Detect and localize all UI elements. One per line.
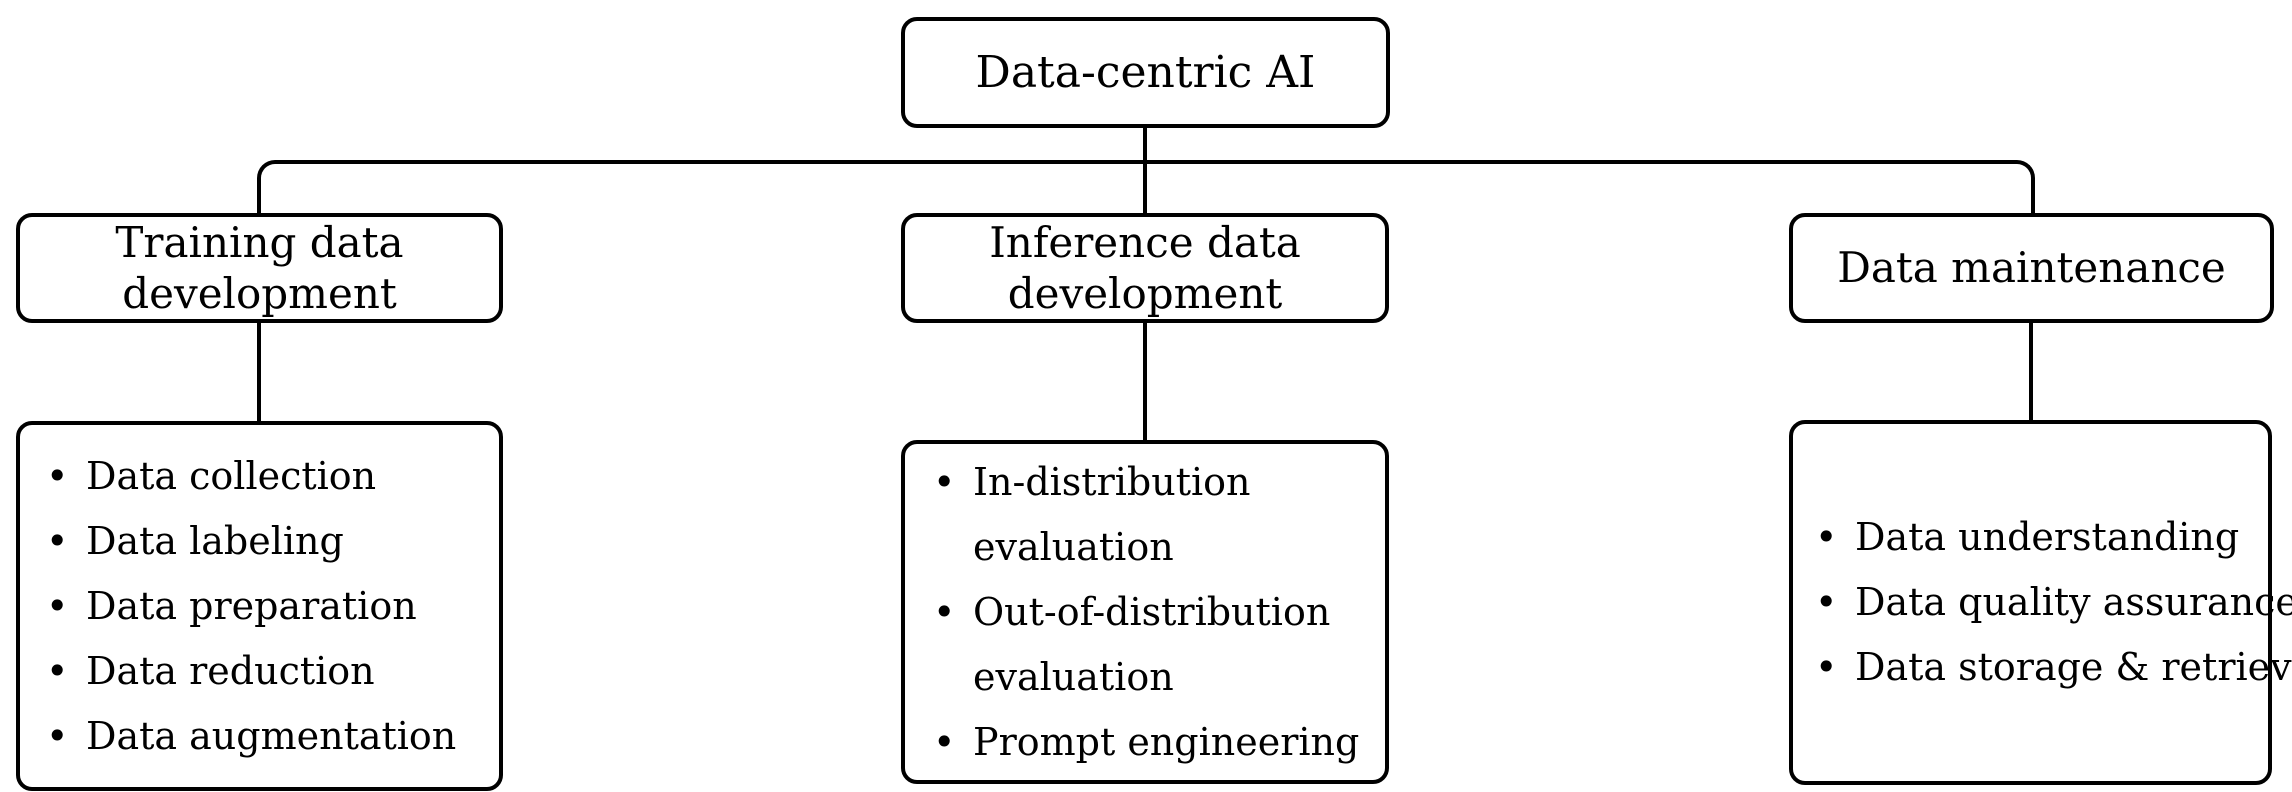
branch-title-training: Training data development [115, 217, 404, 318]
node-data-centric-ai: Data-centric AI [901, 17, 1390, 128]
branch-title-inference: Inference data development [989, 217, 1301, 318]
list-item: • Data reduction [46, 639, 491, 704]
list-item-text: Prompt engineering [973, 719, 1360, 764]
bullet-icon: • [933, 589, 956, 634]
node-training-data-development: Training data development [16, 213, 503, 323]
list-item-text: Data preparation [86, 583, 417, 628]
list-item: • Data collection [46, 444, 491, 509]
bullet-icon: • [46, 583, 69, 628]
bullet-list: • Data collection • Data labeling • Data… [46, 444, 491, 769]
list-item: • Data storage & retrieval [1815, 635, 2292, 700]
root-label: Data-centric AI [975, 47, 1316, 98]
list-item-text: Data labeling [86, 518, 344, 563]
bullet-icon: • [933, 719, 956, 764]
list-item: • Data augmentation [46, 704, 491, 769]
list-training-items: • Data collection • Data labeling • Data… [16, 421, 503, 791]
list-item: • Data quality assurance [1815, 570, 2292, 635]
list-item-text: In-distribution evaluation [973, 459, 1251, 569]
connector-training-drop [257, 320, 261, 424]
bullet-icon: • [1815, 645, 1838, 689]
list-maintenance-items: • Data understanding • Data quality assu… [1789, 420, 2292, 785]
bullet-icon: • [1815, 580, 1838, 624]
bullet-icon: • [933, 459, 956, 504]
connector-root-drop [1143, 124, 1147, 217]
bullet-list: • Data understanding • Data quality assu… [1815, 505, 2292, 700]
list-item-text: Data reduction [86, 648, 375, 693]
connector-inference-drop [1143, 320, 1147, 443]
node-data-maintenance: Data maintenance [1789, 213, 2274, 323]
bullet-icon: • [46, 648, 69, 693]
list-item: • In-distribution evaluation [933, 450, 1377, 580]
list-item: • Data preparation [46, 574, 491, 639]
branch-title-maintenance: Data maintenance [1837, 243, 2226, 293]
list-item-text: Data storage & retrieval [1855, 645, 2292, 689]
list-item-text: Data quality assurance [1855, 580, 2292, 624]
list-item: • Out-of-distribution evaluation [933, 580, 1377, 710]
bullet-icon: • [1815, 515, 1838, 559]
list-inference-items: • In-distribution evaluation • Out-of-di… [901, 440, 1389, 784]
list-item: • Data labeling [46, 509, 491, 574]
list-item-text: Out-of-distribution evaluation [973, 589, 1331, 699]
list-item-text: Data augmentation [86, 713, 457, 758]
node-inference-data-development: Inference data development [901, 213, 1389, 323]
bullet-list: • In-distribution evaluation • Out-of-di… [933, 450, 1377, 775]
bullet-icon: • [46, 518, 69, 563]
bullet-icon: • [46, 453, 69, 498]
list-item: • Data understanding [1815, 505, 2264, 570]
connector-maintenance-drop [2029, 320, 2033, 423]
list-item-text: Data collection [86, 453, 377, 498]
list-item-text: Data understanding [1855, 515, 2240, 559]
list-item: • Prompt engineering [933, 710, 1377, 775]
bullet-icon: • [46, 713, 69, 758]
